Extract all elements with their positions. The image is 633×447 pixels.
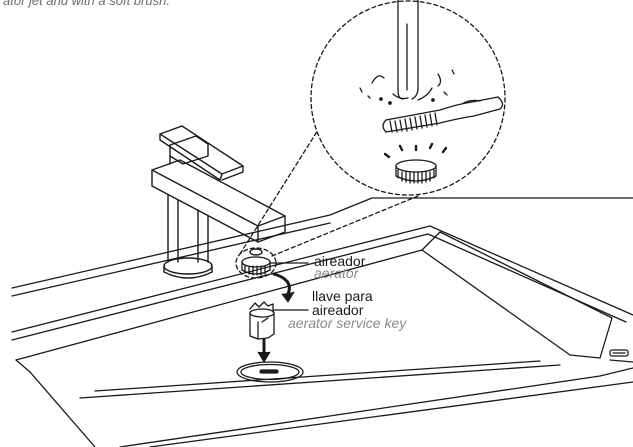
debris-icon — [385, 144, 446, 157]
faucet-icon — [152, 126, 285, 278]
aerator-icon — [242, 257, 270, 275]
aerator-zoom-icon — [396, 160, 436, 183]
toothbrush-icon — [383, 97, 503, 132]
aerator-service-key-icon — [250, 302, 274, 339]
water-jet-icon — [360, 0, 454, 104]
down-arrow-icon — [258, 340, 270, 362]
drain-icon — [237, 362, 303, 382]
key-label-en: aerator service key — [288, 316, 406, 331]
zoom-callout-circle-icon — [236, 1, 505, 278]
aerator-label-en: aerator — [314, 266, 358, 281]
